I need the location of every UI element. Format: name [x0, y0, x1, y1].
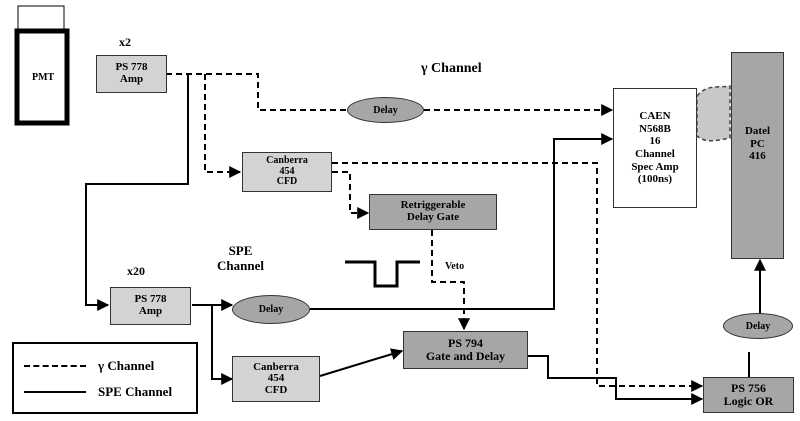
- ps778-amp-gamma-line-1: PS 778: [115, 61, 148, 74]
- ribbon-cable: [696, 85, 731, 142]
- retrig-line-2: Delay Gate: [406, 211, 460, 223]
- retrig-line-1: Retriggerable: [400, 199, 466, 212]
- gate-delay-line-1: PS 794: [447, 336, 483, 351]
- line-cfd-to-retrig: [332, 171, 370, 219]
- gain-x2-label: x2: [119, 35, 131, 49]
- ps794-gate-and-delay: PS 794 Gate and Delay: [403, 331, 528, 369]
- line-cfd-to-logic-or: [332, 162, 704, 392]
- delay-spe: Delay: [232, 295, 310, 324]
- line-amp-to-cfd: [204, 74, 242, 178]
- datel-line-1: Datel: [744, 125, 771, 137]
- legend-gamma-label: γ Channel: [98, 358, 155, 373]
- ps756-logic-or: PS 756 Logic OR: [703, 377, 794, 413]
- line-amp-to-amp: [85, 74, 189, 311]
- line-gate-to-logic-or: [528, 355, 704, 405]
- ps778-amp-gamma: PS 778 Amp: [96, 55, 167, 93]
- pmt-tab: [17, 5, 65, 31]
- caen-line-6: (100ns): [637, 173, 673, 186]
- ps778-amp-spe-line-2: Amp: [138, 305, 163, 317]
- delay-logic-or: Delay: [723, 313, 793, 339]
- caen-line-3: 16: [649, 135, 661, 148]
- logic-or-line-1: PS 756: [730, 381, 766, 396]
- cfd-gamma-line-2: 454: [279, 165, 295, 177]
- line-spe-cfd-to-gate: [319, 348, 404, 377]
- legend-solid-line: [24, 391, 86, 393]
- logic-or-line-2: Logic OR: [723, 394, 774, 408]
- legend: γ Channel SPE Channel: [12, 342, 198, 414]
- legend-spe-row: SPE Channel: [24, 384, 172, 400]
- pmt-label: PMT: [32, 72, 55, 83]
- pmt-body: [14, 28, 70, 126]
- gamma-channel-label: γ Channel: [421, 61, 482, 76]
- ps778-amp-gamma-line-2: Amp: [119, 73, 144, 85]
- ps778-amp-spe-line-1: PS 778: [134, 293, 167, 306]
- spe-channel-label: SPE Channel: [217, 243, 264, 274]
- line-amp-to-delay: [166, 73, 346, 111]
- line-spe-delay-to-caen: [310, 133, 614, 310]
- gate-delay-line-2: Gate and Delay: [425, 349, 506, 363]
- cfd-gamma-line-3: CFD: [276, 176, 298, 188]
- retriggerable-delay-gate: Retriggerable Delay Gate: [369, 194, 497, 230]
- cfd-spe-line-1: Canberra: [253, 360, 299, 373]
- datel-line-3: 416: [749, 150, 766, 163]
- caen-line-5: Spec Amp: [631, 160, 679, 173]
- line-retrig-veto: [431, 230, 470, 331]
- cfd-spe-line-3: CFD: [264, 383, 288, 396]
- legend-spe-label: SPE Channel: [98, 384, 173, 399]
- cfd-gamma-line-1: Canberra: [266, 155, 308, 167]
- caen-line-1: CAEN: [639, 110, 671, 123]
- spe-channel-line-1: SPE: [228, 243, 253, 258]
- legend-gamma-row: γ Channel: [24, 358, 154, 374]
- delay-gamma: Delay: [347, 97, 424, 123]
- datel-line-2: PC: [750, 137, 765, 150]
- legend-dashed-line: [24, 365, 86, 367]
- caen-spec-amp: CAEN N568B 16 Channel Spec Amp (100ns): [613, 88, 697, 208]
- canberra-cfd-gamma: Canberra 454 CFD: [242, 152, 332, 192]
- gain-x20-label: x20: [127, 264, 145, 278]
- spe-channel-line-2: Channel: [217, 257, 264, 273]
- canberra-cfd-spe: Canberra 454 CFD: [232, 356, 320, 402]
- datel-pc-416: Datel PC 416: [731, 52, 784, 259]
- caen-line-2: N568B: [639, 122, 671, 135]
- caen-line-4: Channel: [635, 148, 675, 160]
- gate-pulse-shape: [345, 260, 420, 288]
- cfd-spe-line-2: 454: [267, 372, 285, 385]
- veto-label: Veto: [445, 261, 465, 272]
- line-amp-to-spe-cfd: [211, 305, 234, 385]
- ps778-amp-spe: PS 778 Amp: [110, 287, 191, 325]
